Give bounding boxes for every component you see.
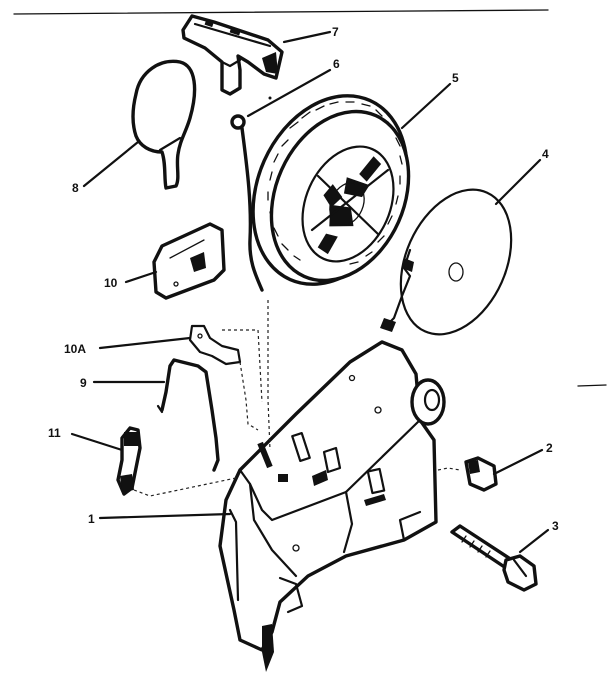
- leader-7: [282, 30, 332, 44]
- callout-4: 4: [542, 147, 549, 161]
- leader-1: [98, 512, 232, 520]
- part-2-nut: [464, 456, 498, 492]
- alignment-line-d: [222, 329, 263, 403]
- part-11-clip: [116, 426, 142, 496]
- callout-10a: 10A: [64, 342, 86, 356]
- callout-9: 9: [80, 376, 87, 390]
- part-9-wire: [156, 358, 220, 472]
- callout-2: 2: [546, 441, 553, 455]
- alignment-line-b: [133, 477, 237, 497]
- leader-2: [492, 448, 544, 476]
- part-10-plate: [152, 222, 226, 300]
- leader-10a: [98, 336, 192, 350]
- part-7-handle: [181, 14, 284, 100]
- part-10a-tab: [188, 324, 242, 366]
- part-6-rope: [230, 114, 264, 292]
- callout-8: 8: [72, 181, 79, 195]
- callout-1: 1: [88, 512, 95, 526]
- alignment-line-a: [267, 300, 271, 451]
- leader-8: [82, 140, 140, 188]
- leader-3: [518, 528, 550, 554]
- callout-3: 3: [552, 519, 559, 533]
- part-8-clip: [131, 59, 197, 190]
- callout-10: 10: [104, 276, 118, 290]
- leader-5: [400, 82, 452, 130]
- callout-5: 5: [452, 71, 459, 85]
- part-3-bolt: [450, 524, 538, 592]
- callout-11: 11: [48, 426, 61, 440]
- leader-10: [124, 270, 158, 284]
- callout-7: 7: [332, 25, 339, 39]
- callout-6: 6: [333, 57, 340, 71]
- leader-6: [246, 68, 332, 118]
- alignment-line-c: [239, 361, 259, 431]
- part-4-disc: [380, 188, 513, 336]
- alignment-line-e: [437, 467, 461, 471]
- part-1-housing: [218, 340, 446, 672]
- part-5-pulley: [251, 94, 411, 286]
- right-margin-tick: [577, 384, 607, 387]
- top-border-line: [13, 9, 549, 15]
- leader-4: [494, 158, 542, 206]
- leader-11: [70, 432, 124, 452]
